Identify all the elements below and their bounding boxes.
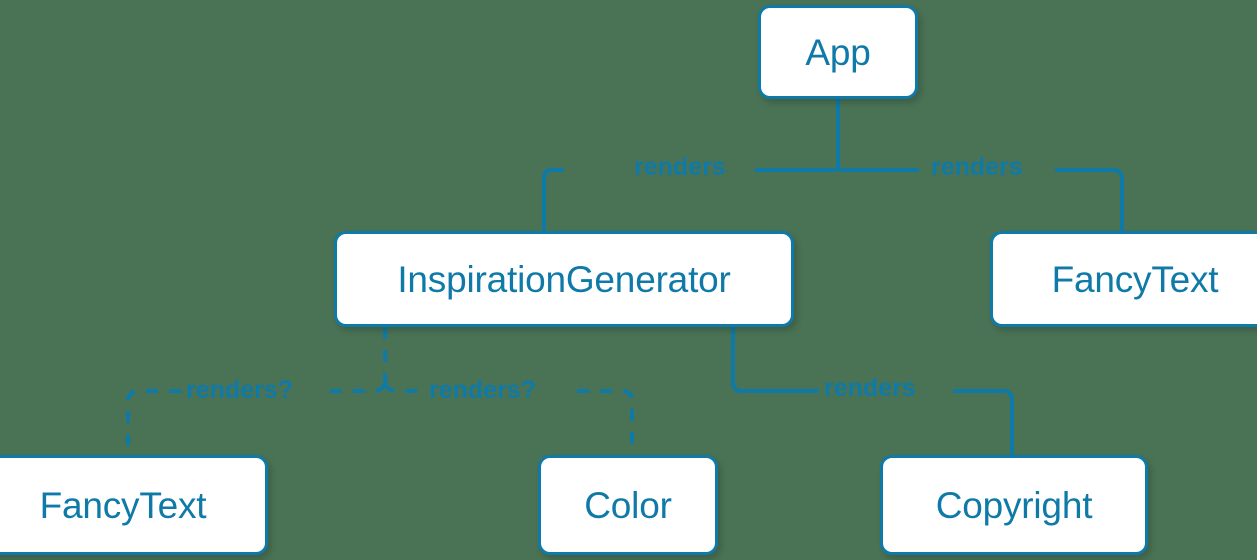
edge-app-to-fancytext-right-b [1055,168,1124,231]
node-fancytext-right[interactable]: FancyText [990,231,1257,327]
edge-label-app-to-inspiration-generator: renders [634,153,726,181]
edge-label-app-to-fancytext-right: renders [931,153,1023,181]
edge-inspiration-generator-to-color-b [577,389,634,455]
node-app-label: App [805,31,871,73]
edge-inspiration-generator-to-color-a [383,383,419,393]
node-inspiration-generator-label: InspirationGenerator [397,258,731,300]
node-app[interactable]: App [758,5,918,99]
node-fancytext-bottom-label: FancyText [39,484,207,526]
edge-label-inspiration-generator-to-color: renders? [429,376,536,404]
edge-app-to-inspiration-generator-left [755,167,840,172]
node-fancytext-bottom[interactable]: FancyText [0,455,268,555]
node-fancytext-right-label: FancyText [1051,258,1219,300]
node-color[interactable]: Color [538,455,718,555]
edge-inspiration-generator-to-copyright-b [953,389,1014,455]
edge-inspiration-generator-to-fancytext-bottom-a [320,383,387,393]
edge-label-inspiration-generator-to-fancytext-bottom: renders? [186,376,293,404]
edge-inspiration-generator-to-fancytext-bottom-b [126,389,181,455]
node-copyright[interactable]: Copyright [880,455,1148,555]
node-color-label: Color [584,484,672,526]
edge-app-to-fancytext-right-a [836,167,919,172]
node-copyright-label: Copyright [935,484,1093,526]
edge-app-to-inspiration-generator-right [542,168,564,231]
edge-label-inspiration-generator-to-copyright: renders [824,374,916,402]
node-inspiration-generator[interactable]: InspirationGenerator [334,231,794,327]
edge-inspiration-generator-to-copyright-a [731,327,819,393]
